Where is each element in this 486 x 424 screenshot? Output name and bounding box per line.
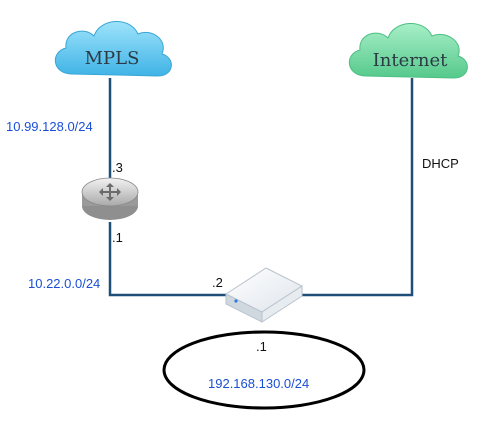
internet-cloud: Internet [349,23,468,79]
router-lan-subnet-label: 10.22.0.0/24 [28,276,100,291]
cloud-icon [55,21,172,77]
router-icon [81,177,139,220]
lan-segment [162,330,366,410]
link-internet-to-appliance [296,78,414,297]
appliance-uplink-interface-label: .2 [212,275,223,290]
internet-cloud-label: Internet [373,50,448,71]
firewall-appliance-icon [224,267,304,323]
appliance-lan-interface-label: .1 [256,339,267,354]
links [108,78,414,297]
router-lan-interface-label: .1 [112,230,123,245]
internet-link-label: DHCP [422,156,459,171]
appliance [224,267,304,323]
cloud-icon [349,23,468,79]
router-mpls-interface-label: .3 [112,160,123,175]
router [81,177,139,220]
link-router-to-appliance [108,222,232,297]
mpls-cloud-label: MPLS [85,48,140,69]
mpls-subnet-label: 10.99.128.0/24 [6,119,93,134]
mpls-cloud: MPLS [55,21,172,77]
lan-subnet-label: 192.168.130.0/24 [208,376,309,391]
